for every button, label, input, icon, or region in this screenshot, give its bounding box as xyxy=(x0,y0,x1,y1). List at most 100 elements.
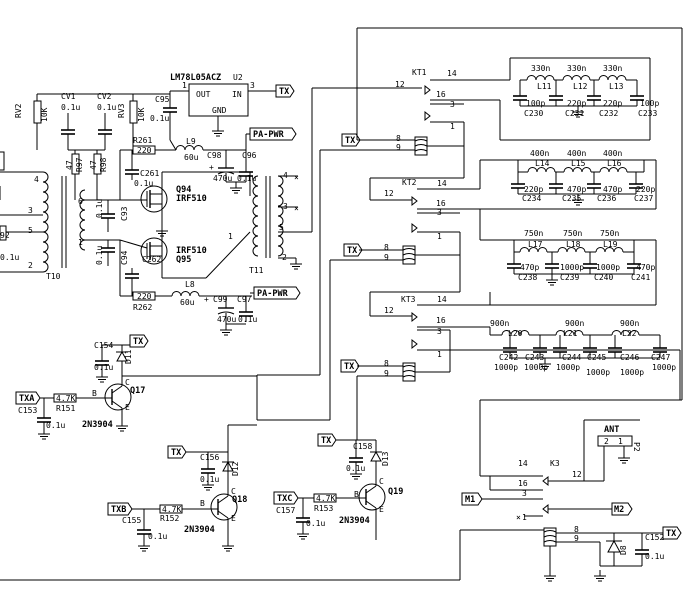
relay-kt3: KT3 14 12 16 3 1 xyxy=(369,255,490,359)
c234-ref: C234 xyxy=(522,194,541,203)
m2-flag: M2 xyxy=(611,502,633,516)
q17-part: 2N3904 xyxy=(82,420,113,430)
k3-ref: K3 xyxy=(550,459,560,468)
m2-label: M2 xyxy=(614,505,624,515)
d12: D12 xyxy=(222,460,240,480)
c240-ref: C240 xyxy=(594,273,613,282)
q17-ref: Q17 xyxy=(130,386,145,396)
q19-b: B xyxy=(354,490,359,499)
c155-value: 0.1u xyxy=(148,532,167,541)
kt3-pin14: 14 xyxy=(437,295,447,304)
q95-part: IRF510 xyxy=(176,246,207,256)
l18-value: 750n xyxy=(563,229,582,238)
l9: L9 60u xyxy=(169,137,246,162)
pa-pwr-label-bottom: PA-PWR xyxy=(257,289,289,299)
d8-diode: D8 xyxy=(606,533,628,566)
c241-ref: C241 xyxy=(631,273,650,282)
t11-pin1: 1 xyxy=(228,232,233,241)
u2-pin1: 1 xyxy=(182,81,187,90)
kt2-pin16: 16 xyxy=(436,199,446,208)
k3-pin3: 3 xyxy=(522,489,527,498)
kt2-coil-p9: 9 xyxy=(384,253,389,262)
c236-value: 470p xyxy=(603,185,622,194)
r151-value: 4.7K xyxy=(56,394,75,403)
l17-ref: L17 xyxy=(528,240,543,249)
r153-ref: R153 xyxy=(314,504,333,513)
r262: 220 R262 xyxy=(120,291,172,312)
r261-ref: R261 xyxy=(133,136,152,145)
c152-ref: C152 xyxy=(645,533,664,542)
filter2: 400n 400n 400n L14 L15 L16 220p C234 470… xyxy=(510,149,655,206)
c231-value: 220p xyxy=(567,99,586,108)
c262 xyxy=(124,267,140,296)
u2-in: IN xyxy=(232,90,242,99)
d11-ref: D11 xyxy=(124,349,133,364)
tx-flag-q17-label: TX xyxy=(133,337,143,347)
svg-text:+: + xyxy=(204,295,209,304)
c241-value: 470p xyxy=(636,263,655,272)
tx-flag-kt2: TX xyxy=(343,243,363,257)
c157-value: 0.1u xyxy=(306,519,325,528)
q19-c: C xyxy=(379,477,384,486)
kt3-pin12: 12 xyxy=(384,306,394,315)
l21-ref: L21 xyxy=(563,329,578,338)
q94-ref: Q94 xyxy=(176,185,191,195)
u2-part: LM78L05ACZ xyxy=(170,73,221,83)
t10-pin3: 3 xyxy=(28,206,33,215)
m1-flag: M1 xyxy=(461,492,500,506)
q18-e: E xyxy=(231,514,236,523)
c94-value: 0.1u xyxy=(95,246,104,265)
txb-flag: TXB xyxy=(107,502,133,516)
q17-b: B xyxy=(92,389,97,398)
kt1-pin12: 12 xyxy=(395,80,405,89)
r153-value: 4.7K xyxy=(316,494,335,503)
c246-value: 1000p xyxy=(620,368,644,377)
l22-value: 900n xyxy=(620,319,639,328)
r98-value: 47 xyxy=(89,160,98,170)
c233-ref: C233 xyxy=(638,109,657,118)
r151: 4.7K R151 xyxy=(40,393,112,413)
cv2-trimmer: CV2 0.1u xyxy=(97,92,116,150)
kt2-coil-p8: 8 xyxy=(384,243,389,252)
l19-value: 750n xyxy=(600,229,619,238)
r152: 4.7K R152 xyxy=(132,504,218,523)
c238-ref: C238 xyxy=(518,273,537,282)
t10-pin6: 6 xyxy=(78,197,83,206)
q19-ref: Q19 xyxy=(388,487,403,497)
c247-value: 1000p xyxy=(652,363,676,372)
r153: 4.7K R153 xyxy=(298,493,366,513)
l15-ref: L15 xyxy=(571,159,586,168)
driver-q18: Q18 2N3904 B C E xyxy=(184,480,247,552)
d11: D11 xyxy=(116,349,133,376)
c157-ref: C157 xyxy=(276,506,295,515)
antenna-connector-p2: ANT 2 1 P2 xyxy=(597,425,641,464)
c230-value: 100p xyxy=(526,99,545,108)
kt1-pin14: 14 xyxy=(447,69,457,78)
q95-ref: Q95 xyxy=(176,255,191,265)
u2-out: OUT xyxy=(196,90,211,99)
c152-value: 0.1u xyxy=(645,552,664,561)
c95-ref: C95 xyxy=(155,95,170,104)
tx-flag-kt3-label: TX xyxy=(344,362,354,372)
t10-pin2: 2 xyxy=(28,261,33,270)
kt1-coil-p9: 9 xyxy=(396,143,401,152)
q18-ref: Q18 xyxy=(232,495,247,505)
c156-value: 0.1u xyxy=(200,475,219,484)
cv2-value: 0.1u xyxy=(97,103,116,112)
c237-ref: C237 xyxy=(634,194,653,203)
kt2-pin12: 12 xyxy=(384,189,394,198)
c239-value: 1000p xyxy=(560,263,584,272)
ant-label: ANT xyxy=(604,425,619,435)
kt3-coil: 8 9 xyxy=(357,330,451,382)
tx-flag-kt3: TX xyxy=(340,359,360,373)
c261-value: 0.1u xyxy=(134,179,153,188)
k3-pin1: 1 xyxy=(522,513,527,522)
tx-flag-q18-label: TX xyxy=(171,448,181,458)
c96-ref: C96 xyxy=(242,151,257,160)
c99-value: 470u xyxy=(217,315,236,324)
kt2-pin14: 14 xyxy=(437,179,447,188)
tx-flag-q18: TX xyxy=(167,445,187,459)
c157: C157 0.1u xyxy=(276,498,325,540)
kt3-coil-p9: 9 xyxy=(384,369,389,378)
q18-part: 2N3904 xyxy=(184,525,215,535)
